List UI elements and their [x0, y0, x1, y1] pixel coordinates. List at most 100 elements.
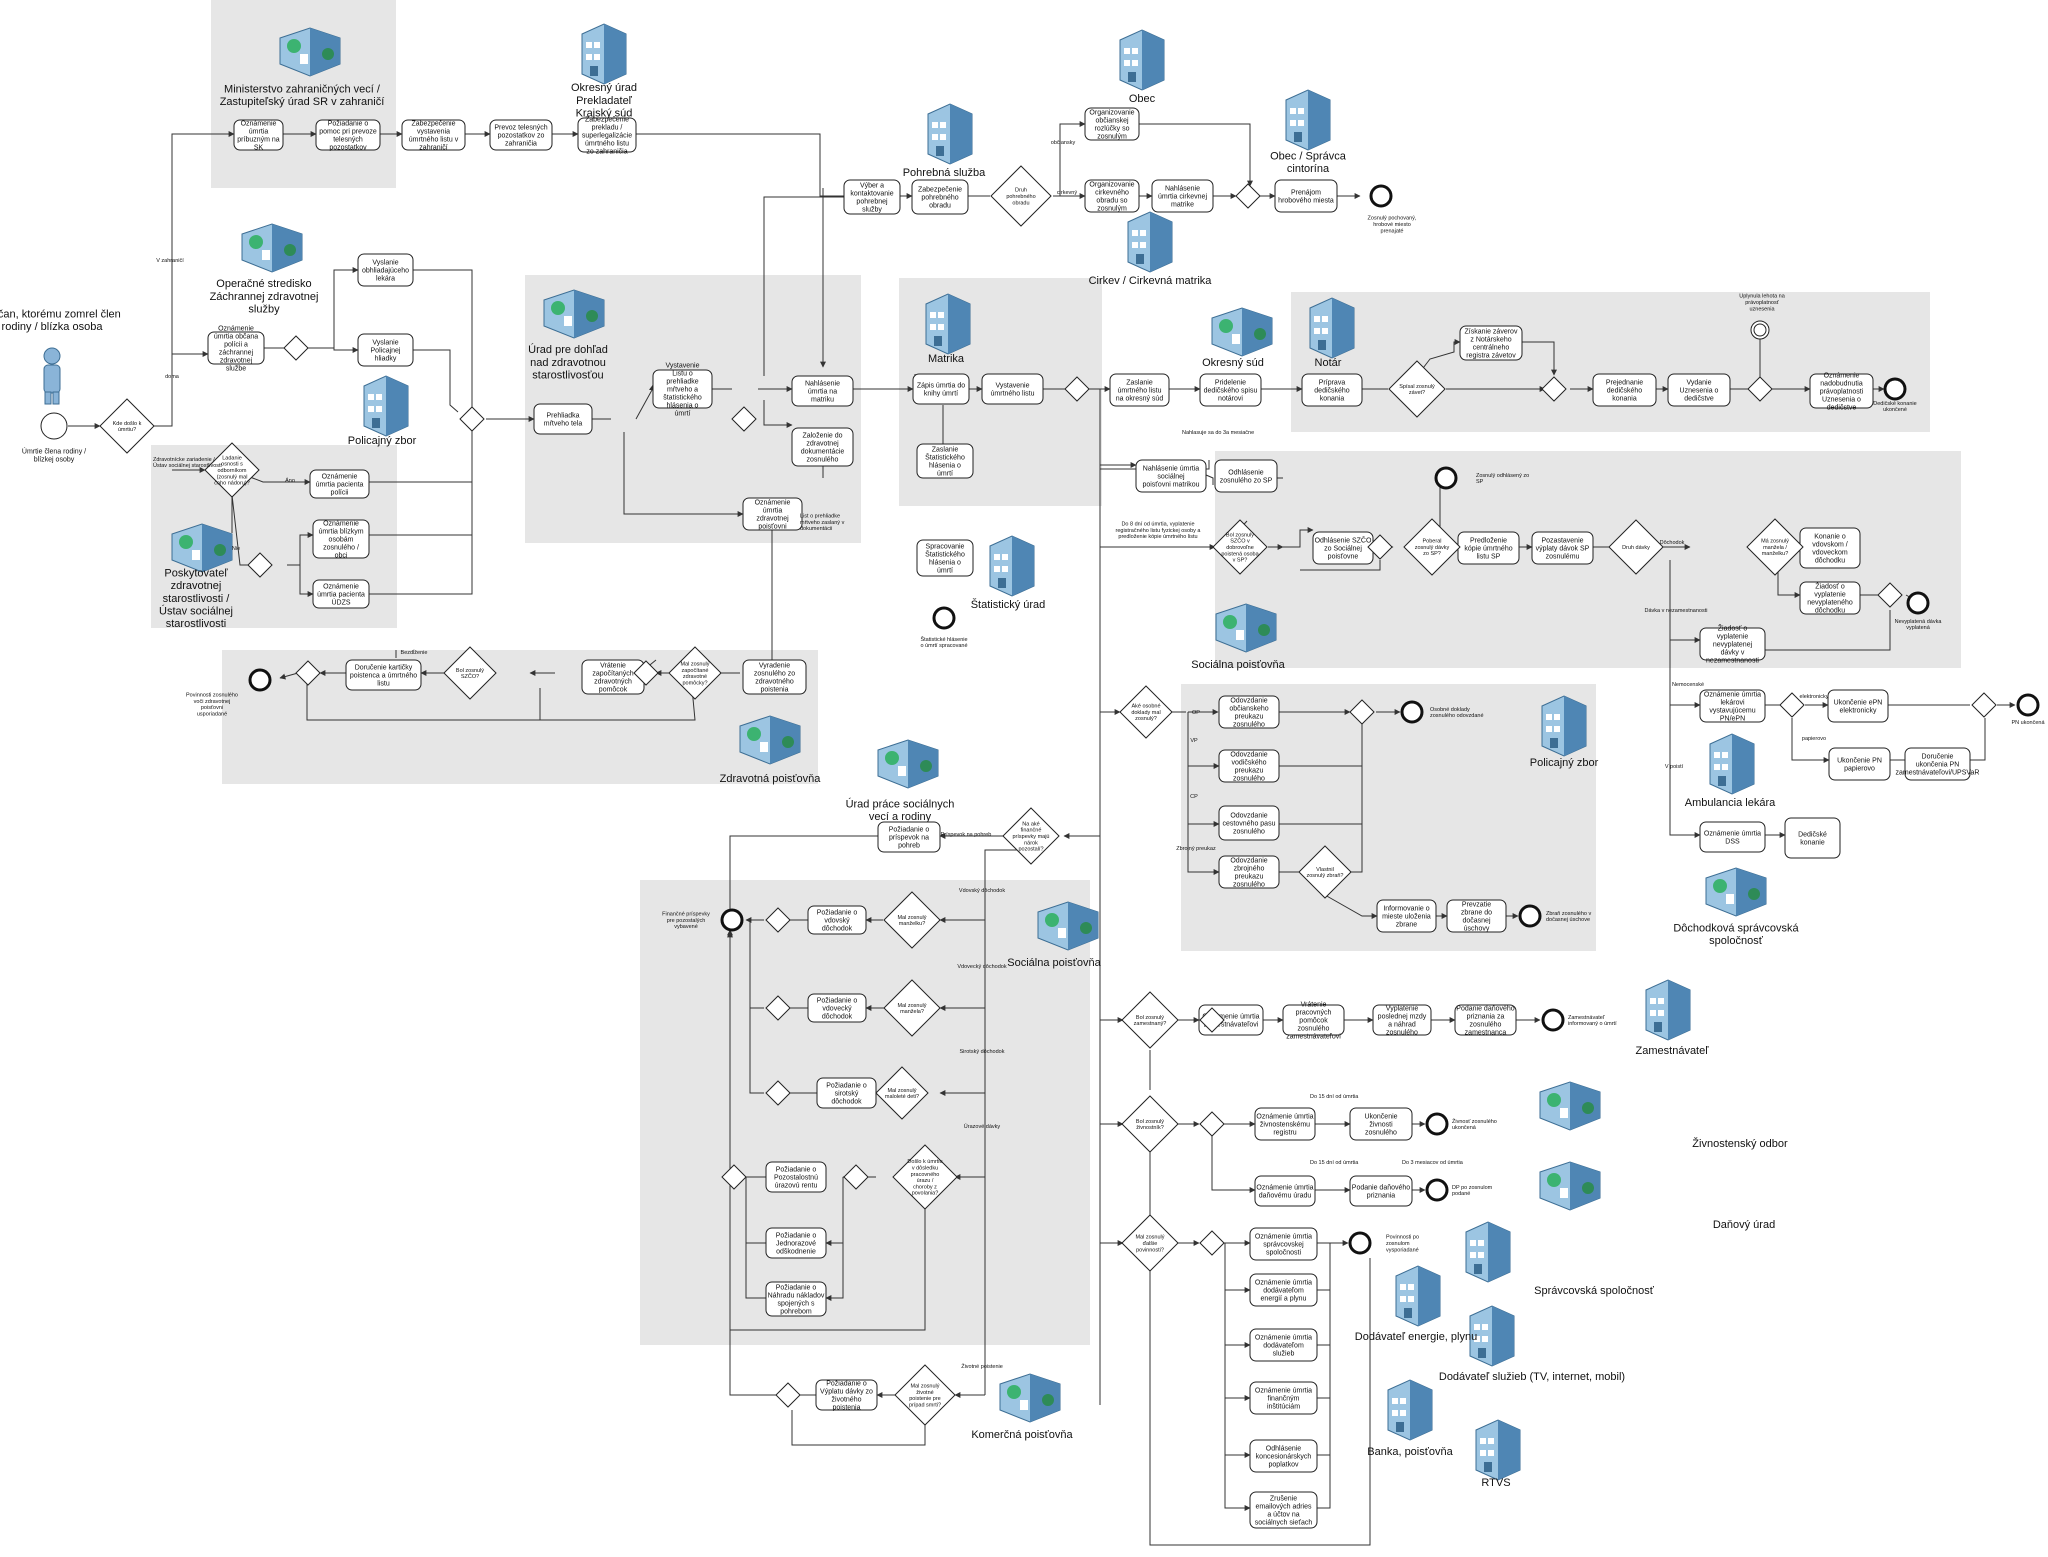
org-label-policajny2: Policajný zbor: [1530, 757, 1599, 769]
gateway-druh-davky[interactable]: Druh dávky: [1608, 519, 1664, 575]
